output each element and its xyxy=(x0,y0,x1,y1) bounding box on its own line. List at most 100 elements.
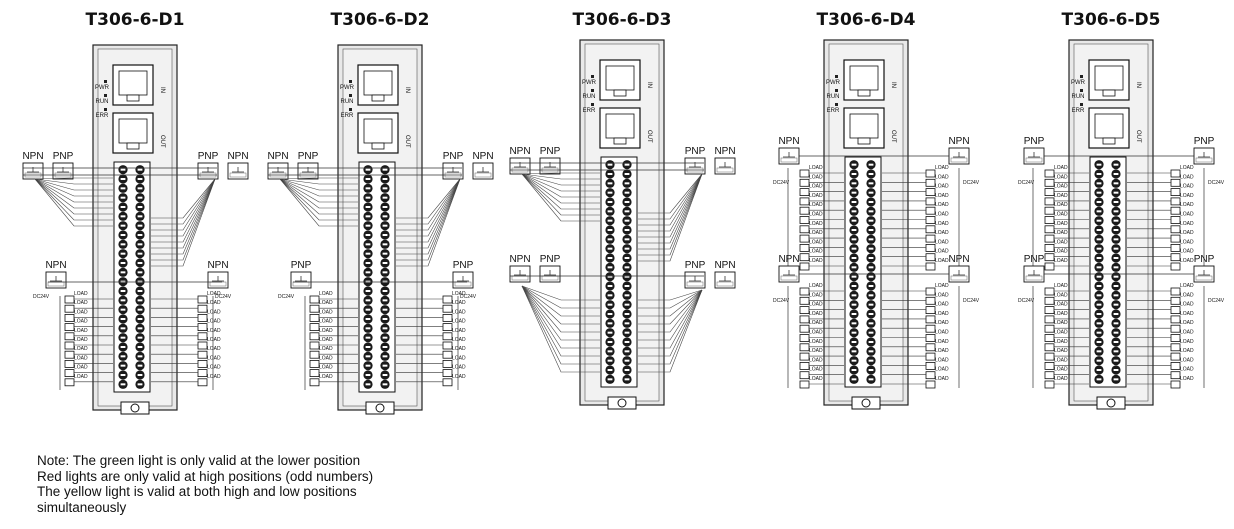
sensor-type-label: PNP xyxy=(291,260,312,271)
screw-slot xyxy=(120,215,126,218)
screw-slot xyxy=(120,196,126,199)
screw-slot xyxy=(120,187,126,190)
screw-slot xyxy=(607,275,613,278)
screw-slot xyxy=(607,182,613,185)
ethernet-latch xyxy=(126,94,140,102)
screw-slot xyxy=(607,285,613,287)
screw-slot xyxy=(1113,229,1119,231)
supply-label: DC24V xyxy=(1208,180,1225,186)
screw-slot xyxy=(382,224,388,227)
load-label: LOAD xyxy=(74,374,88,380)
screw-slot xyxy=(607,322,613,325)
load-label: LOAD xyxy=(935,367,949,373)
sensor-symbol-icon xyxy=(950,275,968,281)
load-label: LOAD xyxy=(935,221,949,227)
screw-slot xyxy=(1113,294,1119,297)
load-box-icon xyxy=(925,225,936,234)
load-label: LOAD xyxy=(809,367,823,373)
note-line-4: simultaneously xyxy=(37,499,127,515)
load-box-icon xyxy=(925,296,936,305)
screw-slot xyxy=(137,168,143,171)
screw-slot xyxy=(851,322,857,325)
load-label: LOAD xyxy=(935,302,949,308)
supply-label: DC24V xyxy=(33,294,50,300)
status-led-icon xyxy=(591,89,594,92)
screw-slot xyxy=(607,247,613,250)
screw-slot xyxy=(624,285,630,287)
load-box-icon xyxy=(1044,334,1055,342)
ethernet-socket xyxy=(1094,65,1124,91)
module-title: T306-6-D3 xyxy=(573,10,672,30)
screw-slot xyxy=(868,322,874,325)
load-label: LOAD xyxy=(809,320,823,326)
load-box-icon xyxy=(799,306,810,315)
screw-slot xyxy=(1113,247,1119,250)
screw-slot xyxy=(137,215,143,218)
wire xyxy=(396,178,461,261)
load-label: LOAD xyxy=(74,355,88,361)
ethernet-latch xyxy=(1102,89,1116,97)
sensor-type-label: PNP xyxy=(453,260,474,271)
wire xyxy=(638,173,703,238)
sensor-type-label: PNP xyxy=(298,151,319,162)
wire xyxy=(34,178,113,197)
mount-hole-icon xyxy=(130,403,140,413)
load-label: LOAD xyxy=(1180,165,1194,171)
screw-slot xyxy=(1096,294,1102,297)
load-label: LOAD xyxy=(809,292,823,298)
load-box-icon xyxy=(799,253,810,262)
screw-slot xyxy=(851,369,857,371)
wire xyxy=(638,289,703,357)
load-label: LOAD xyxy=(1180,357,1194,363)
status-led-label: PWR xyxy=(582,80,597,86)
mount-hole-icon xyxy=(1106,398,1116,408)
supply-label: DC24V xyxy=(215,294,232,300)
status-led-icon xyxy=(1080,75,1083,78)
wire xyxy=(34,178,113,209)
load-label: LOAD xyxy=(809,376,823,382)
load-label: LOAD xyxy=(207,319,221,325)
screw-slot xyxy=(1113,210,1119,213)
sensor-type-label: NPN xyxy=(472,151,493,162)
load-label: LOAD xyxy=(809,302,823,308)
load-box-icon xyxy=(442,350,453,359)
screw-slot xyxy=(1113,341,1119,343)
screw-slot xyxy=(851,191,857,194)
load-label: LOAD xyxy=(935,184,949,190)
screw-slot xyxy=(851,219,857,222)
screw-slot xyxy=(851,173,857,175)
load-box-icon xyxy=(1170,169,1181,178)
load-label: LOAD xyxy=(74,319,88,325)
status-led-label: RUN xyxy=(341,99,354,105)
screw-slot xyxy=(607,341,613,343)
load-box-icon xyxy=(197,350,208,359)
screw-slot xyxy=(624,303,630,306)
load-box-icon xyxy=(1044,178,1055,187)
load-box-icon xyxy=(925,306,936,315)
screw-slot xyxy=(137,206,143,208)
screw-slot xyxy=(624,201,630,203)
screw-slot xyxy=(1113,191,1119,194)
status-led-icon xyxy=(835,89,838,92)
status-led-label: ERR xyxy=(827,108,840,114)
sensor-symbol-icon xyxy=(686,281,704,287)
load-box-icon xyxy=(799,352,810,361)
port-label: IN xyxy=(159,87,165,93)
ethernet-socket xyxy=(605,113,635,139)
load-label: LOAD xyxy=(207,309,221,315)
load-box-icon xyxy=(1044,361,1055,370)
load-label: LOAD xyxy=(74,291,88,297)
load-box-icon xyxy=(64,313,75,322)
status-led-label: PWR xyxy=(1071,80,1086,86)
wire xyxy=(638,289,703,301)
load-label: LOAD xyxy=(1054,320,1068,326)
screw-slot xyxy=(607,378,613,381)
wire xyxy=(521,285,600,301)
load-box-icon xyxy=(1170,178,1181,187)
wire xyxy=(638,173,703,226)
load-box-icon xyxy=(64,341,75,350)
load-box-icon xyxy=(799,169,810,178)
screw-slot xyxy=(382,383,388,386)
screw-slot xyxy=(851,229,857,231)
screw-slot xyxy=(1113,173,1119,175)
